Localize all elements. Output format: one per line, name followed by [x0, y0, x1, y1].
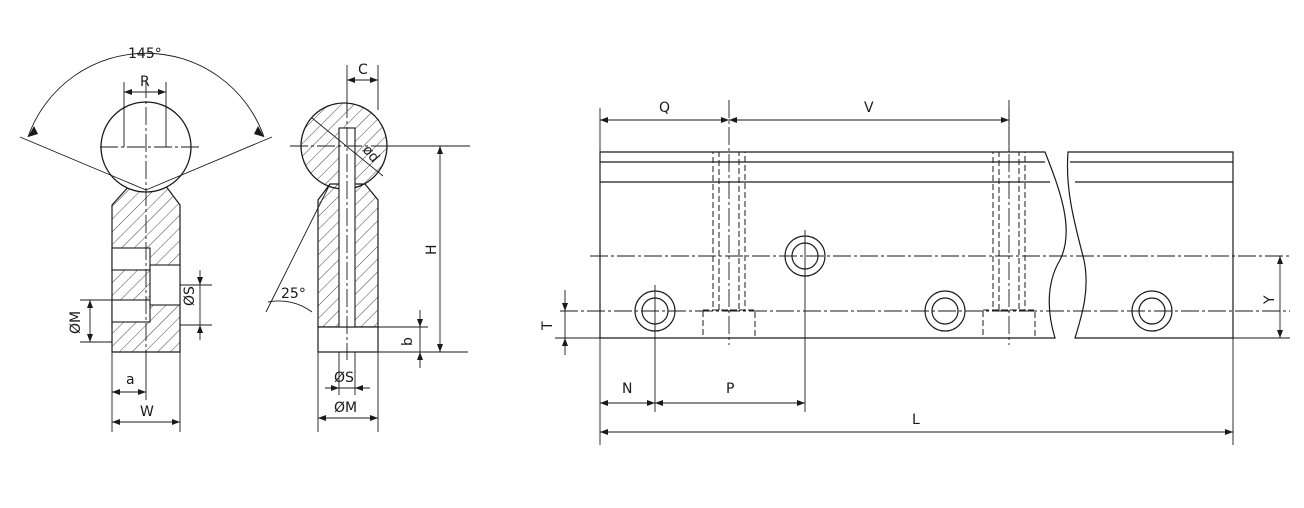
bore-lower [111, 299, 151, 323]
counter-bore [149, 264, 181, 306]
label-M-front: ØM [68, 311, 84, 334]
label-L: L [912, 412, 920, 428]
rail-left-section [599, 151, 1067, 339]
label-b: b [400, 337, 416, 346]
label-a: a [126, 372, 135, 388]
hole-3 [924, 290, 966, 332]
label-145: 145° [128, 46, 162, 62]
label-S-side: ØS [334, 370, 354, 386]
label-C: C [358, 62, 368, 78]
label-Q: Q [659, 100, 670, 116]
label-S-front: ØS [182, 286, 198, 306]
label-V: V [864, 100, 874, 116]
label-H: H [424, 244, 440, 255]
label-Y: Y [1262, 295, 1278, 305]
bore-upper [111, 247, 151, 271]
label-N: N [622, 381, 632, 397]
label-R: R [140, 74, 150, 90]
rail-right-section [1066, 151, 1234, 339]
side-view: C ød H 25° b ØS ØM [265, 62, 470, 432]
label-T: T [540, 321, 556, 331]
hole-4 [1131, 290, 1173, 332]
label-25: 25° [281, 286, 306, 302]
angle-arc-145 [27, 52, 265, 138]
side-base [317, 326, 379, 353]
label-P: P [726, 381, 734, 397]
front-view: 145° R a W ØM ØS [19, 46, 273, 432]
label-W: W [140, 404, 154, 420]
label-M-side: ØM [334, 400, 357, 416]
rail-view: Q V T Y N P L [540, 100, 1290, 445]
